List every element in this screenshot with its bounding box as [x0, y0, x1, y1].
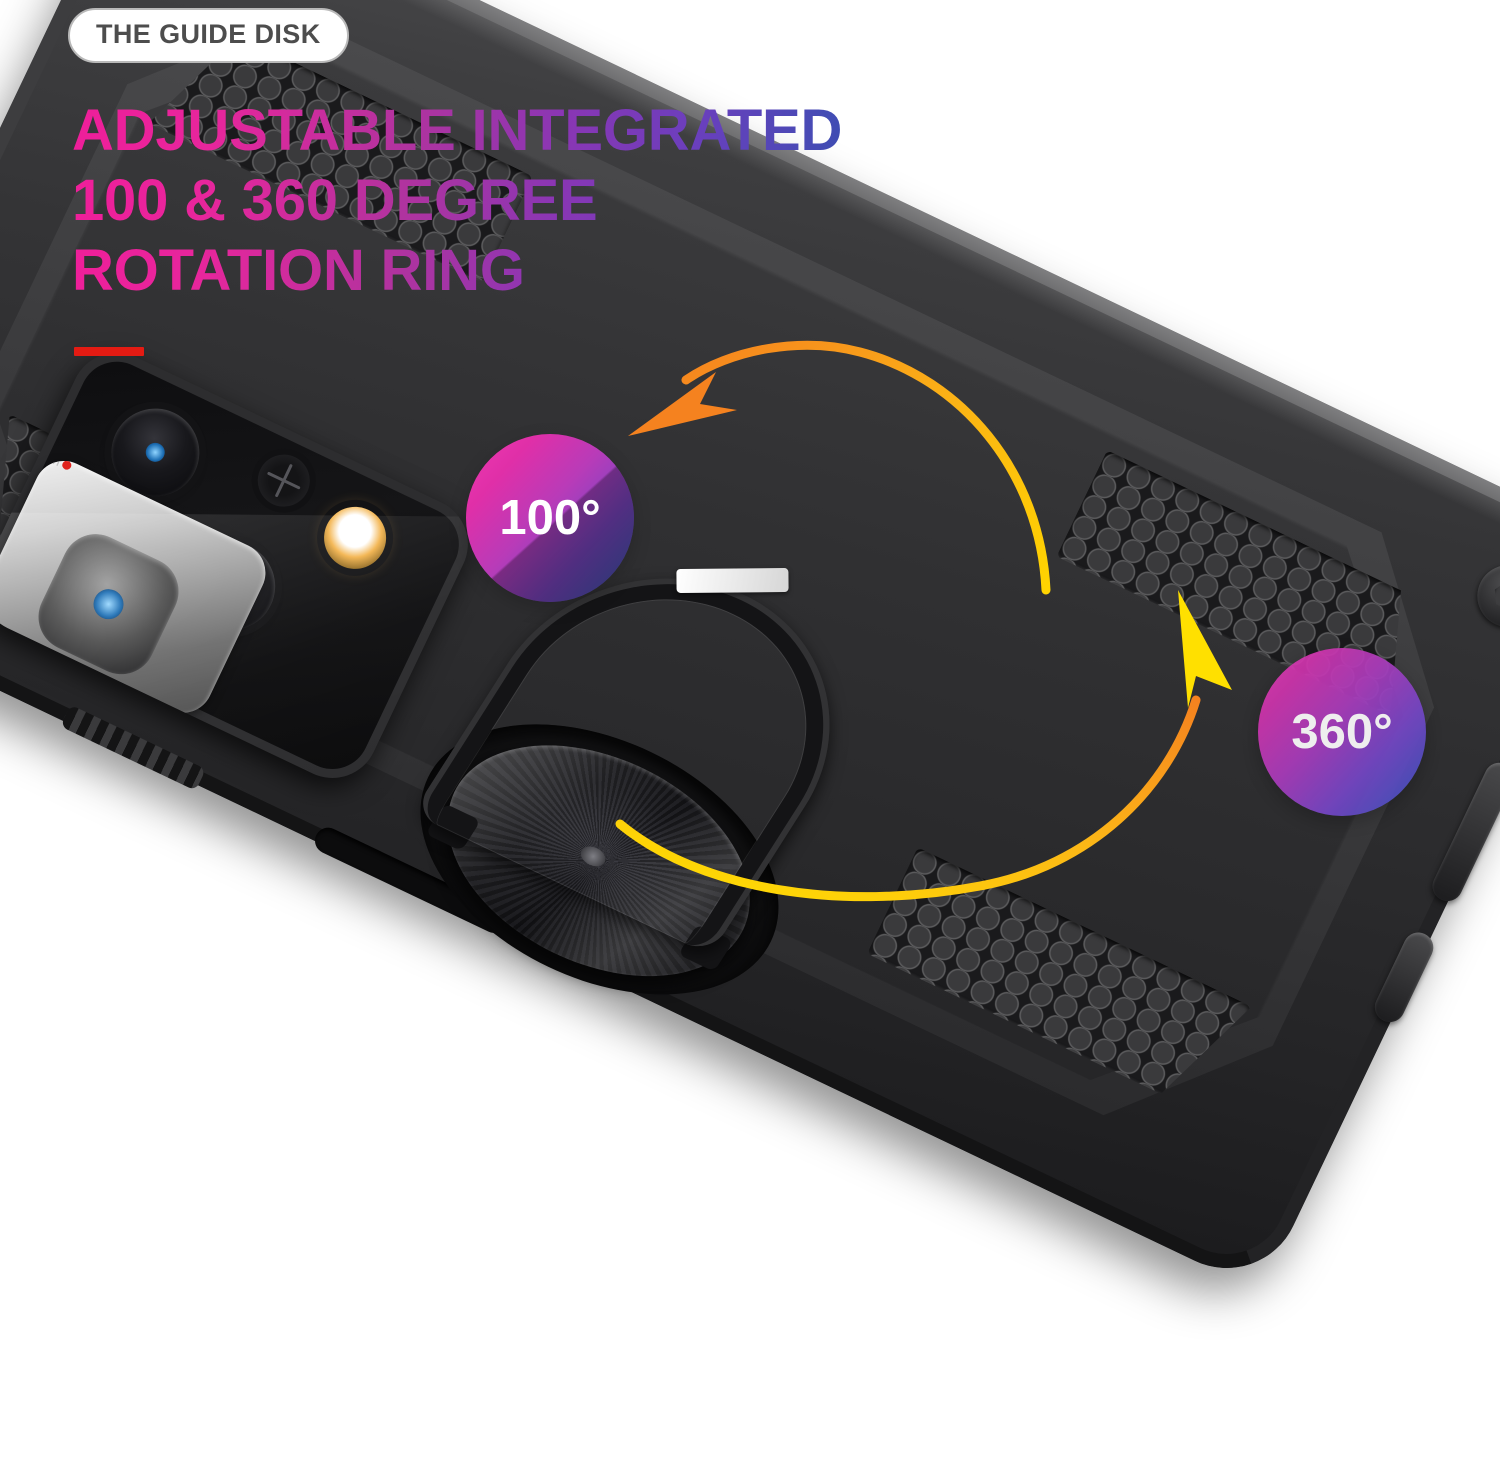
- accent-rule: [74, 347, 144, 356]
- badge-100-degree: 100°: [466, 434, 634, 602]
- guide-disk-badge: THE GUIDE DISK: [68, 8, 349, 63]
- lens-glint: [142, 439, 169, 466]
- accent-dot-icon: [60, 459, 73, 472]
- microphone-icon: [249, 445, 319, 516]
- badge-360-degree: 360°: [1258, 648, 1426, 816]
- page-title: ADJUSTABLE INTEGRATED 100 & 360 DEGREE R…: [72, 96, 952, 306]
- badge-100-label: 100°: [499, 490, 601, 545]
- ring-hinge-highlight: [676, 568, 789, 593]
- led-flash: [313, 496, 397, 580]
- badge-360-label: 360°: [1291, 704, 1393, 759]
